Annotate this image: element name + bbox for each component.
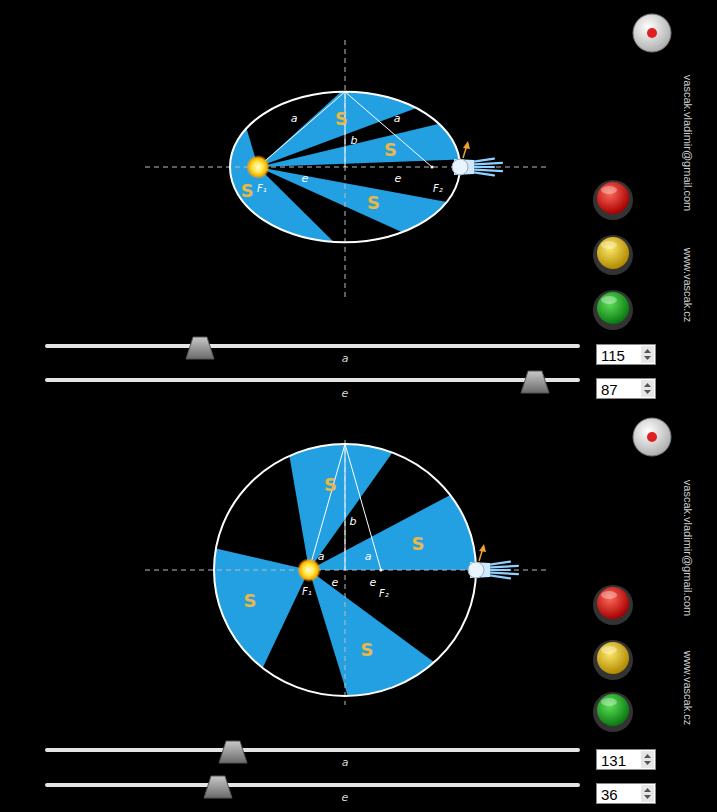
value-text: 87 bbox=[597, 379, 655, 397]
geometry-label: b bbox=[350, 515, 357, 528]
spinner-arrows bbox=[641, 785, 654, 802]
comet bbox=[468, 544, 518, 578]
construction-line bbox=[309, 444, 345, 570]
control-button bbox=[597, 292, 629, 324]
focus-dot bbox=[431, 166, 434, 169]
comet bbox=[452, 141, 502, 175]
author-credit: vascak.vladimir@gmail.com bbox=[682, 480, 694, 616]
slider-label: a bbox=[342, 756, 349, 769]
orbit-ellipse bbox=[214, 444, 476, 696]
button-ring bbox=[593, 235, 633, 275]
geometry-label: b bbox=[351, 134, 358, 147]
construction-line bbox=[345, 92, 346, 167]
geometry-label: a bbox=[318, 550, 325, 563]
focus-label: F₁ bbox=[257, 183, 267, 194]
construction-line bbox=[345, 92, 432, 167]
value-spinner: 87 bbox=[596, 378, 656, 399]
minor-axis bbox=[345, 40, 346, 298]
sun bbox=[297, 558, 321, 582]
button-ring bbox=[593, 180, 633, 220]
sector-label: S bbox=[412, 533, 425, 554]
author-credit: vascak.vladimir@gmail.com bbox=[682, 75, 694, 211]
construction-line bbox=[258, 92, 345, 167]
value-text: 115 bbox=[597, 345, 655, 363]
sun bbox=[246, 155, 270, 179]
slider-thumb bbox=[186, 337, 214, 359]
geometry-label: e bbox=[332, 576, 339, 589]
sector-label: S bbox=[324, 474, 337, 495]
slider-thumb bbox=[521, 371, 549, 393]
record-button bbox=[633, 418, 671, 456]
spinner-arrows bbox=[641, 346, 654, 363]
value-spinner: 115 bbox=[596, 344, 656, 365]
control-button bbox=[597, 182, 629, 214]
geometry-label: a bbox=[394, 112, 401, 125]
slider-label: e bbox=[342, 387, 349, 400]
swept-sector bbox=[214, 548, 309, 667]
button-gloss bbox=[601, 646, 617, 654]
geometry-label: a bbox=[365, 550, 372, 563]
control-button bbox=[597, 237, 629, 269]
record-dot bbox=[647, 432, 657, 442]
value-spinner: 131 bbox=[596, 749, 656, 770]
geometry-label: e bbox=[370, 576, 377, 589]
control-button bbox=[597, 642, 629, 674]
author-credit: www.vascak.cz bbox=[682, 248, 694, 323]
orbit-panel bbox=[47, 418, 671, 798]
button-ring bbox=[593, 585, 633, 625]
orbit-panel bbox=[47, 14, 671, 393]
focus-label: F₁ bbox=[302, 586, 312, 597]
button-gloss bbox=[601, 591, 617, 599]
geometry-label: a bbox=[291, 112, 298, 125]
spinner-arrows bbox=[641, 380, 654, 397]
value-text: 131 bbox=[597, 750, 655, 768]
geometry-label: e bbox=[302, 172, 309, 185]
author-credit: www.vascak.cz bbox=[682, 651, 694, 726]
button-gloss bbox=[601, 186, 617, 194]
button-gloss bbox=[601, 241, 617, 249]
value-spinner: 36 bbox=[596, 783, 656, 804]
geometry-label: e bbox=[395, 172, 402, 185]
record-dot bbox=[647, 28, 657, 38]
slider-label: a bbox=[342, 352, 349, 365]
sector-label: S bbox=[241, 179, 254, 200]
focus-dot bbox=[380, 569, 383, 572]
construction-line bbox=[345, 444, 381, 570]
focus-label: F₂ bbox=[379, 588, 389, 599]
slider-track bbox=[47, 783, 578, 787]
slider-thumb bbox=[219, 741, 247, 763]
slider-thumb bbox=[204, 776, 232, 798]
slider-label: e bbox=[342, 791, 349, 804]
control-button bbox=[597, 694, 629, 726]
sector-label: S bbox=[384, 139, 397, 160]
swept-sector bbox=[258, 167, 447, 232]
sector-label: S bbox=[244, 590, 257, 611]
value-text: 36 bbox=[597, 784, 655, 802]
spinner-arrows bbox=[641, 751, 654, 768]
button-ring bbox=[593, 692, 633, 732]
sector-label: S bbox=[367, 192, 380, 213]
construction-line bbox=[345, 444, 346, 570]
button-ring bbox=[593, 640, 633, 680]
sector-label: S bbox=[360, 639, 373, 660]
slider-track bbox=[47, 748, 578, 752]
minor-axis bbox=[345, 440, 346, 705]
swept-sector bbox=[309, 495, 476, 570]
button-gloss bbox=[601, 698, 617, 706]
button-ring bbox=[593, 290, 633, 330]
major-axis bbox=[145, 167, 550, 168]
focus-label: F₂ bbox=[433, 183, 443, 194]
slider-track bbox=[47, 344, 578, 348]
sector-label: S bbox=[335, 108, 348, 129]
orbit-ellipse bbox=[230, 92, 460, 242]
control-button bbox=[597, 587, 629, 619]
button-gloss bbox=[601, 296, 617, 304]
swept-sector bbox=[258, 124, 459, 167]
record-button bbox=[633, 14, 671, 52]
slider-track bbox=[47, 378, 578, 382]
